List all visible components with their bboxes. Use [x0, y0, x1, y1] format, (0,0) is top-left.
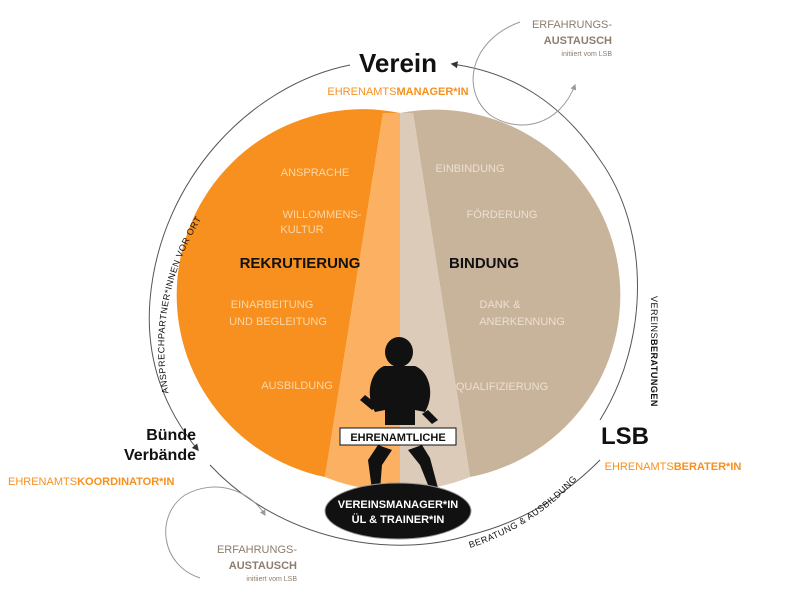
exchange-loop-bottom: [165, 486, 266, 579]
exchange-bottom-line1: ERFAHRUNGS-: [217, 544, 297, 556]
bindung-half: [400, 109, 621, 478]
exchange-top-line3: initiiert vom LSB: [561, 51, 612, 58]
buende-title-1: Bünde: [146, 427, 196, 444]
rekrutierung-item-2: KULTUR: [280, 224, 323, 236]
ring-arc-top-left: [148, 64, 351, 452]
verein-title: Verein: [359, 48, 437, 78]
rekrutierung-item-4: UND BEGLEITUNG: [229, 316, 327, 328]
ring-label-right: VEREINSBERATUNGEN: [649, 296, 659, 407]
exchange-bottom-line2: AUSTAUSCH: [229, 560, 297, 572]
bindung-item-4: QUALIFIZIERUNG: [456, 381, 548, 393]
verein-role: EHRENAMTSMANAGER*IN: [327, 86, 468, 98]
rekrutierung-item-0: ANSPRACHE: [281, 167, 349, 179]
rekrutierung-item-5: AUSBILDUNG: [261, 380, 333, 392]
exchange-loop-top: [472, 21, 577, 126]
exchange-top-line1: ERFAHRUNGS-: [532, 19, 612, 31]
base-line1: VEREINSMANAGER*IN: [338, 499, 458, 511]
buende-role: EHRENAMTSKOORDINATOR*IN: [8, 476, 174, 488]
bindung-item-1: FÖRDERUNG: [467, 209, 538, 221]
base-line2: ÜL & TRAINER*IN: [352, 513, 445, 526]
figure-label: EHRENAMTLICHE: [350, 432, 445, 444]
bindung-item-3: ANERKENNUNG: [479, 316, 565, 328]
rekrutierung-title: REKRUTIERUNG: [240, 255, 361, 272]
exchange-top-line2: AUSTAUSCH: [544, 35, 612, 47]
ring-arc-bottom: [209, 459, 601, 546]
lsb-role: EHRENAMTSBERATER*IN: [605, 461, 742, 473]
rekrutierung-half: [176, 109, 400, 478]
bindung-item-0: EINBINDUNG: [435, 163, 504, 175]
bindung-item-2: DANK &: [480, 299, 522, 311]
rekrutierung-item-1: WILLOMMENS-: [283, 209, 362, 221]
figure-label-box: [339, 427, 457, 446]
exchange-bottom-line3: initiiert vom LSB: [246, 576, 297, 583]
lsb-title: LSB: [601, 423, 649, 450]
ring-label-bottom: BERATUNG & AUSBILDUNG: [467, 474, 578, 550]
buende-title-2: Verbände: [124, 447, 196, 464]
rekrutierung-item-3: EINARBEITUNG: [231, 299, 314, 311]
ring-arc-top-right: [450, 61, 638, 421]
base-ellipse: [324, 482, 472, 540]
bindung-title: BINDUNG: [449, 255, 519, 272]
person-silhouette-icon: [360, 337, 438, 490]
